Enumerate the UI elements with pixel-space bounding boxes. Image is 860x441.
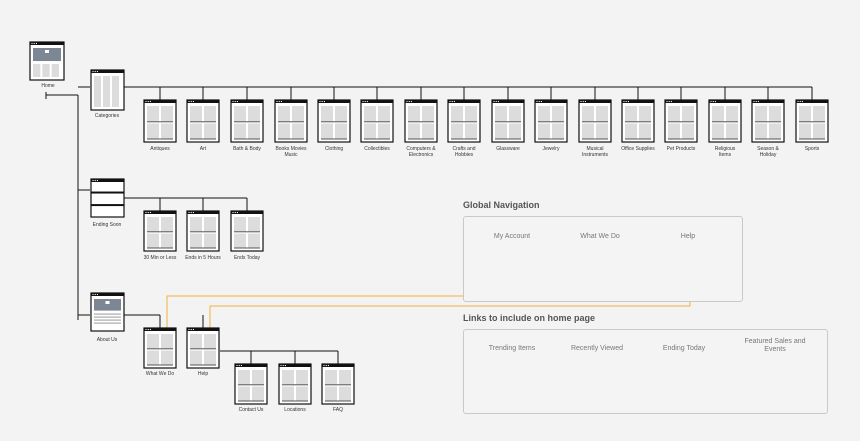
category-page-wireframe — [447, 99, 481, 143]
category-page-wireframe — [621, 99, 655, 143]
home-page-wireframe — [29, 41, 65, 81]
category-page-wireframe — [317, 99, 351, 143]
category-label: Glassware — [496, 146, 520, 152]
category-page-wireframe — [491, 99, 525, 143]
about-us-child-wireframe — [186, 327, 220, 369]
ending-soon-label: Ending Soon — [92, 222, 122, 228]
ending-soon-child-label: Ends Today — [233, 255, 261, 261]
category-page-wireframe — [404, 99, 438, 143]
home-links-title: Links to include on home page — [463, 313, 596, 323]
category-label: Clothing — [324, 146, 344, 152]
help-child-label: Locations — [284, 407, 306, 413]
category-label: Religious Items — [714, 146, 736, 158]
categories-label: Categories — [94, 113, 120, 119]
about-us-label: About Us — [96, 337, 118, 343]
category-label: Sports — [804, 146, 820, 152]
category-label: Bath & Body — [233, 146, 261, 152]
home-link-label: Recently Viewed — [570, 345, 623, 352]
category-page-wireframe — [230, 99, 264, 143]
help-child-label: FAQ — [332, 407, 343, 413]
about-us-child-wireframe — [143, 327, 177, 369]
home-link-label: Trending Items — [488, 345, 536, 352]
about-us-page-wireframe — [90, 292, 125, 332]
global-nav-label: Help — [680, 233, 696, 240]
category-label: Art — [199, 146, 207, 152]
category-label: Antiques — [150, 146, 170, 152]
category-label: Books Movies Music — [275, 146, 307, 158]
category-page-wireframe — [751, 99, 785, 143]
help-child-label: Contact Us — [238, 407, 264, 413]
global-navigation-title: Global Navigation — [463, 200, 540, 210]
home-link-label: Featured Sales and Events — [744, 338, 806, 353]
global-nav-label: My Account — [493, 233, 531, 240]
category-page-wireframe — [143, 99, 177, 143]
category-label: Office Supplies — [621, 146, 655, 152]
category-label: Musical Instruments — [581, 146, 609, 158]
category-label: Season & Holiday — [757, 146, 779, 158]
home-label: Home — [41, 83, 55, 89]
global-nav-label: What We Do — [580, 233, 620, 240]
help-child-wireframe — [321, 363, 355, 405]
about-us-child-label: What We Do — [145, 371, 175, 377]
category-page-wireframe — [795, 99, 829, 143]
category-page-wireframe — [708, 99, 742, 143]
category-label: Collectibles — [364, 146, 390, 152]
ending-soon-child-wireframe — [143, 210, 177, 252]
ending-soon-child-wireframe — [186, 210, 220, 252]
category-page-wireframe — [534, 99, 568, 143]
ending-soon-child-wireframe — [230, 210, 264, 252]
category-page-wireframe — [360, 99, 394, 143]
categories-page-wireframe — [90, 69, 125, 111]
category-label: Computers & Electronics — [406, 146, 436, 158]
about-us-child-label: Help — [197, 371, 209, 377]
category-label: Crafts and Hobbies — [452, 146, 476, 158]
category-page-wireframe — [578, 99, 612, 143]
global-navigation-box — [463, 216, 743, 302]
help-child-wireframe — [278, 363, 312, 405]
category-page-wireframe — [186, 99, 220, 143]
category-page-wireframe — [664, 99, 698, 143]
help-child-wireframe — [234, 363, 268, 405]
ending-soon-child-label: 30 Min or Less — [143, 255, 177, 261]
ending-soon-child-label: Ends in 5 Hours — [185, 255, 221, 261]
category-label: Pet Products — [666, 146, 696, 152]
ending-soon-page-wireframe — [90, 178, 125, 218]
category-label: Jewelry — [542, 146, 560, 152]
home-links-box — [463, 329, 828, 414]
home-link-label: Ending Today — [662, 345, 706, 352]
category-page-wireframe — [274, 99, 308, 143]
